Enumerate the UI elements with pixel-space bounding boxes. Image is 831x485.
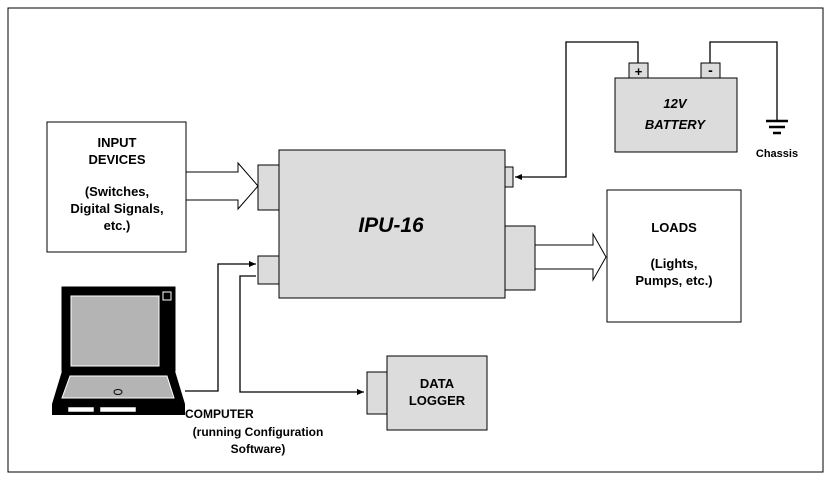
ipu-16-unit: IPU-16 bbox=[257, 149, 536, 299]
battery-body bbox=[614, 77, 738, 153]
input-devices-detail-line2: Digital Signals, bbox=[70, 201, 163, 216]
output-arrow bbox=[534, 232, 607, 282]
battery-negative-wire bbox=[709, 41, 778, 120]
computer-label-line2: (running Configuration bbox=[193, 425, 324, 439]
ipu-power-connector bbox=[504, 166, 514, 188]
input-devices-title-line2: DEVICES bbox=[88, 152, 145, 167]
ground-icon bbox=[766, 119, 788, 135]
ipu-output-connector bbox=[504, 225, 536, 291]
loads-box: LOADS (Lights, Pumps, etc.) bbox=[606, 189, 742, 323]
ipu-label: IPU-16 bbox=[358, 214, 424, 237]
data-logger-connector bbox=[366, 371, 388, 415]
input-devices-detail-line3: etc.) bbox=[104, 218, 131, 233]
battery-positive-label: + bbox=[635, 64, 643, 79]
loads-detail-line2: Pumps, etc.) bbox=[635, 273, 712, 288]
computer-to-ipu-wire bbox=[185, 261, 256, 392]
battery: + - 12V BATTERY bbox=[614, 62, 738, 153]
ipu-to-data-logger-wire bbox=[239, 275, 364, 395]
chassis-label: Chassis bbox=[756, 148, 798, 160]
ipu-config-connector bbox=[257, 255, 280, 285]
input-arrow bbox=[185, 161, 259, 211]
battery-label-line1: 12V bbox=[663, 96, 687, 111]
battery-positive-wire bbox=[515, 41, 639, 180]
input-devices-box: INPUT DEVICES (Switches, Digital Signals… bbox=[46, 121, 187, 253]
loads-detail-line1: (Lights, bbox=[651, 256, 698, 271]
loads-title: LOADS bbox=[651, 220, 697, 235]
input-devices-detail-line1: (Switches, bbox=[85, 184, 149, 199]
diagram-border bbox=[7, 7, 824, 473]
input-devices-title-line1: INPUT bbox=[98, 135, 137, 150]
computer-label-line1: COMPUTER bbox=[185, 407, 254, 421]
data-logger: DATA LOGGER bbox=[366, 355, 488, 431]
ipu-input-connector bbox=[257, 164, 280, 211]
battery-negative-label: - bbox=[708, 62, 713, 78]
battery-label-line2: BATTERY bbox=[645, 117, 707, 132]
data-logger-label-line1: DATA bbox=[420, 376, 455, 391]
laptop-icon bbox=[52, 286, 185, 415]
data-logger-label-line2: LOGGER bbox=[409, 393, 466, 408]
computer-label-line3: Software) bbox=[231, 442, 286, 456]
data-logger-body bbox=[386, 355, 488, 431]
